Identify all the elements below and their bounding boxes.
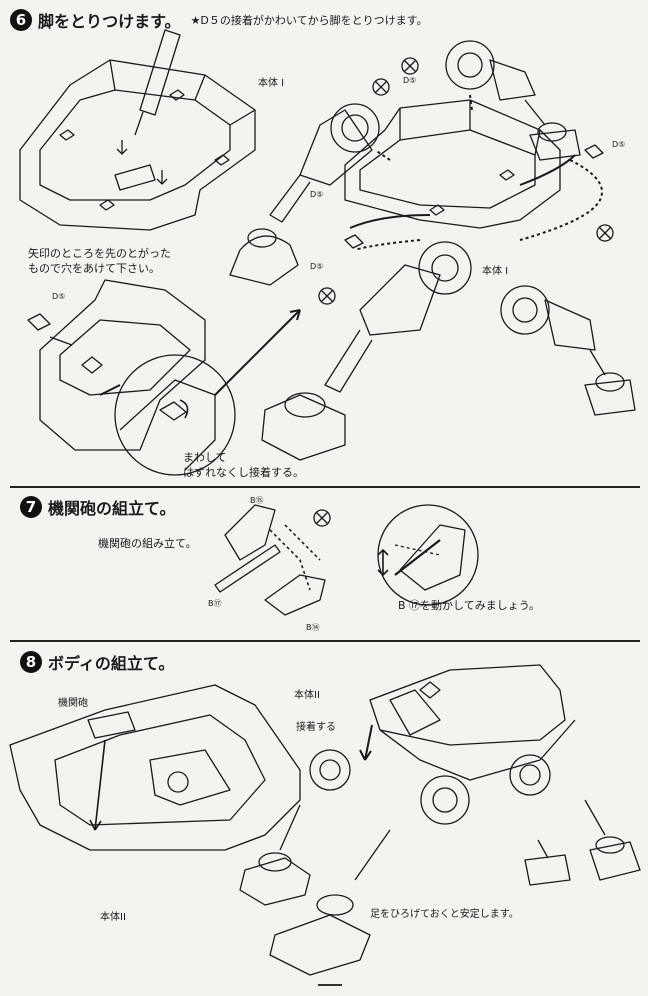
- caption-hole-line1: 矢印のところを先のとがった: [28, 247, 171, 260]
- no-glue-icon: [313, 57, 614, 527]
- caption-gun-move: B ⑰を動かしてみましょう。: [398, 599, 541, 612]
- assembled-walker-illustration: [239, 664, 641, 976]
- gun-parts-illustration: [214, 504, 326, 616]
- caption-hole-line2: もので穴をあけて下さい。: [28, 262, 160, 275]
- body1-detail-illustration: [39, 279, 206, 451]
- step-8-number: 8: [20, 651, 42, 673]
- label-d5-a: D⑤: [403, 76, 417, 85]
- divider-step6-step7: [10, 486, 640, 488]
- label-body1-right: 本体 I: [482, 266, 509, 277]
- label-body2-bottom: 本体II: [100, 912, 126, 923]
- caption-hole: 矢印のところを先のとがった もので穴をあけて下さい。: [28, 246, 171, 276]
- caption-legs: 足をひろげておくと安定します。: [370, 909, 519, 920]
- label-glue: 接着する: [296, 722, 336, 733]
- label-b14: B⑭: [306, 623, 320, 632]
- gun-pivot-magnified-illustration: [377, 504, 479, 606]
- label-b15: B⑮: [250, 496, 264, 505]
- step-7-header: 7 機関砲の組立て。: [20, 495, 176, 519]
- leg-upper-left-illustration: [229, 103, 380, 286]
- caption-turn-line1: まわして: [183, 451, 227, 464]
- magnified-detail-illustration: [114, 309, 301, 476]
- label-d5-b: D⑤: [310, 190, 324, 199]
- label-gun: 機関砲: [58, 698, 88, 709]
- label-b17: B⑰: [208, 599, 222, 608]
- step-6-header: 6 脚をとりつけます。 ★D５の接着がかわいてから脚をとりつけます。: [10, 8, 428, 32]
- caption-turn: まわして はずれなくし接着する。: [183, 450, 304, 480]
- caption-gun-assemble: 機関砲の組み立て。: [98, 537, 197, 550]
- awl-tool-illustration: [116, 29, 181, 185]
- step-8-header: 8 ボディの組立て。: [20, 650, 174, 674]
- body2-bottom-illustration: [9, 684, 301, 851]
- step-8-title: ボディの組立て。: [48, 654, 175, 673]
- label-body2-top: 本体II: [294, 690, 320, 701]
- body1-part-illustration: [19, 59, 256, 231]
- step-7-number: 7: [20, 496, 42, 518]
- page-footer-mark: [318, 984, 342, 992]
- step-6-note: ★D５の接着がかわいてから脚をとりつけます。: [190, 14, 428, 27]
- leg-right-lower-illustration: [500, 285, 636, 416]
- step-6-title: 脚をとりつけます。: [38, 12, 181, 31]
- divider-step7-step8: [10, 640, 640, 642]
- leg-center-large-illustration: [261, 241, 472, 461]
- step-6-number: 6: [10, 9, 32, 31]
- label-d5-e: D⑤: [52, 292, 66, 301]
- leg-top-right-illustration: [445, 40, 581, 161]
- label-d5-c: D⑤: [612, 140, 626, 149]
- step-7-title: 機関砲の組立て。: [48, 499, 176, 518]
- label-d5-d: D⑤: [310, 262, 324, 271]
- caption-turn-line2: はずれなくし接着する。: [183, 466, 304, 479]
- label-body1-top: 本体 I: [258, 78, 285, 89]
